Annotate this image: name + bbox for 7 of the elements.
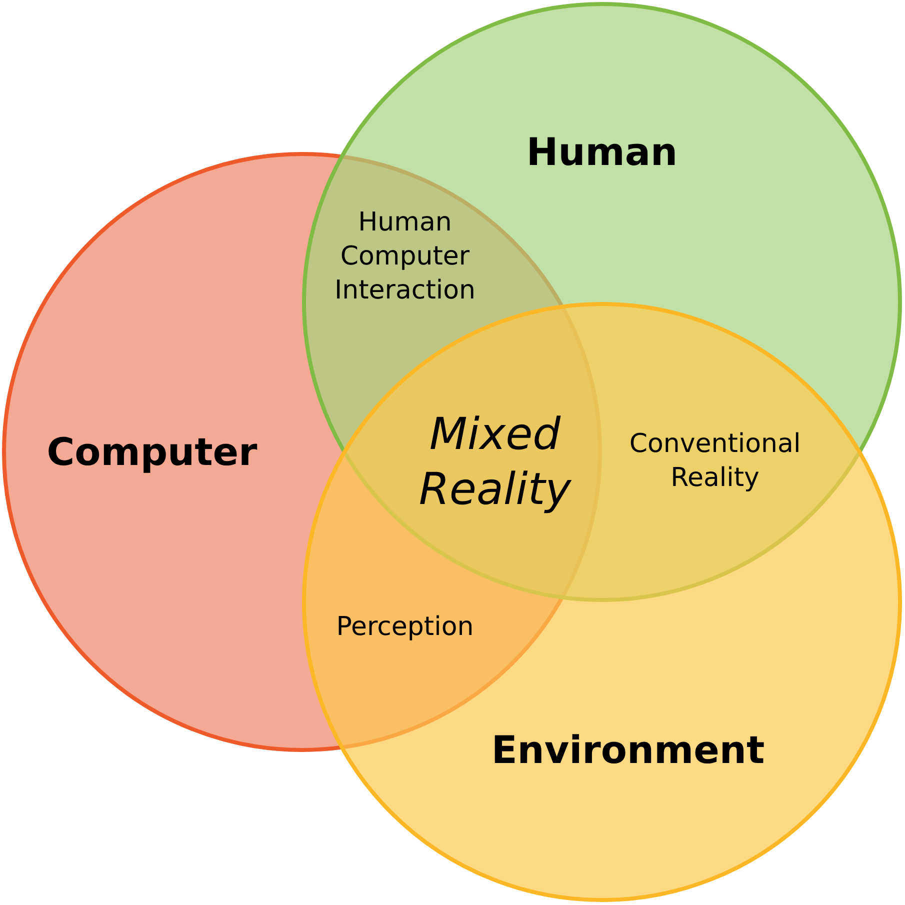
overlap-label: Perception bbox=[335, 611, 475, 644]
overlap-label: Mixed Reality bbox=[418, 408, 572, 517]
set-label: Environment bbox=[491, 728, 765, 772]
overlap-label: Conventional Reality bbox=[628, 428, 802, 495]
set-label: Human bbox=[526, 130, 678, 174]
set-label: Computer bbox=[46, 430, 258, 474]
overlap-label: Human Computer Interaction bbox=[333, 206, 477, 307]
